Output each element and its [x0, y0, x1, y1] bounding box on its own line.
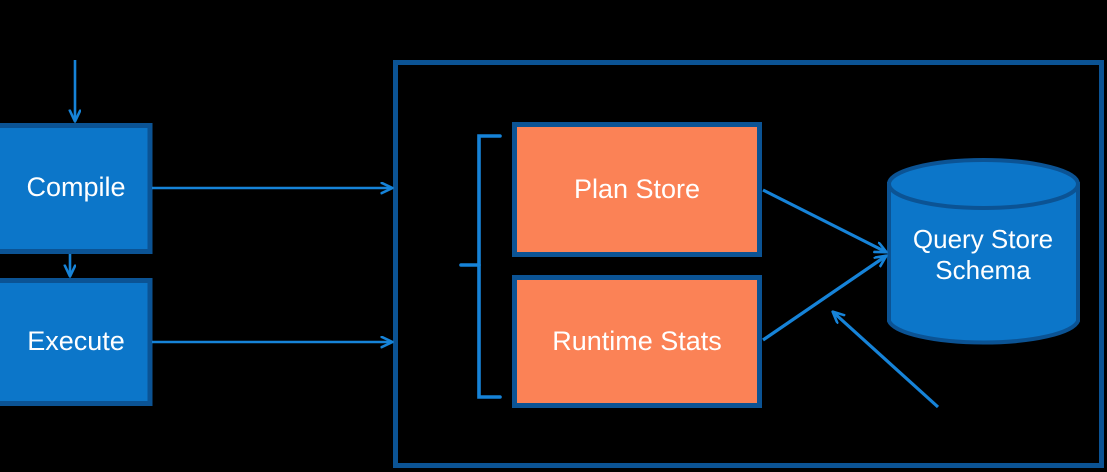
- cylinder-top-ellipse: [887, 158, 1080, 210]
- plan-store-box[interactable]: [512, 122, 762, 257]
- compile-box[interactable]: [0, 123, 153, 254]
- arrow-plan-store-to-schema: [762, 188, 886, 252]
- runtime-stats-box[interactable]: [512, 275, 762, 408]
- store-group-bracket: [459, 134, 502, 399]
- cylinder-body: [887, 182, 1080, 345]
- execute-box[interactable]: [0, 278, 153, 406]
- query-store-boundary-rect: [393, 60, 1104, 468]
- arrow-runtime-stats-to-schema: [762, 256, 886, 342]
- query-store-schema-cylinder[interactable]: [887, 158, 1080, 345]
- arrow-external-to-schema: [833, 312, 940, 409]
